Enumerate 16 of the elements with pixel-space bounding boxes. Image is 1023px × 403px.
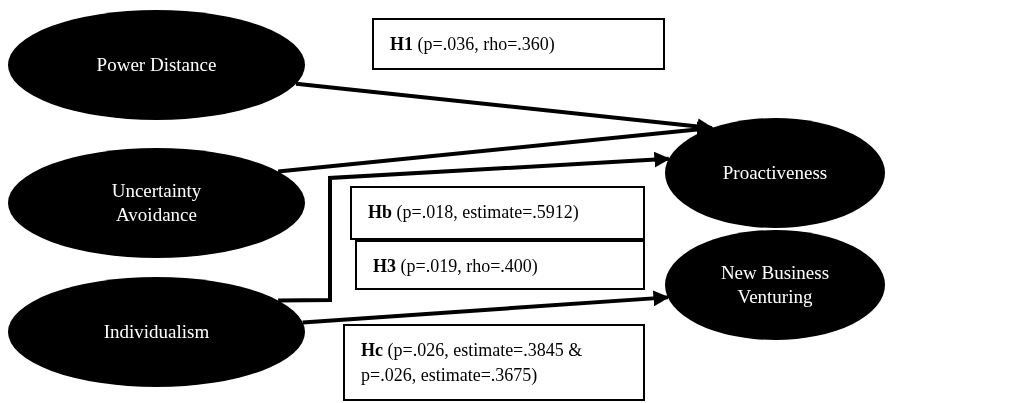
hypothesis-result: Hc (p=.026, estimate=.3845 & p=.026, estimate=.3675) xyxy=(361,339,584,387)
construct-label: Uncertainty Avoidance xyxy=(110,179,203,227)
hypothesis-result: H1 (p=.036, rho=.360) xyxy=(390,33,555,56)
hypothesis-box xyxy=(343,324,645,401)
hypothesis-box xyxy=(355,240,645,290)
construct-label: New Business Venturing xyxy=(719,261,831,309)
construct-label: Individualism xyxy=(103,320,210,344)
hypothesis-box xyxy=(350,186,645,240)
hypothesis-result: H3 (p=.019, rho=.400) xyxy=(373,255,538,278)
arrow xyxy=(277,121,714,174)
arrow xyxy=(278,151,671,303)
hypothesis-result: Hb (p=.018, estimate=.5912) xyxy=(368,201,579,224)
construct-label: Power Distance xyxy=(96,53,217,77)
arrow xyxy=(302,290,670,325)
hypothesis-box xyxy=(372,18,665,70)
construct-label: Proactiveness xyxy=(722,161,828,185)
